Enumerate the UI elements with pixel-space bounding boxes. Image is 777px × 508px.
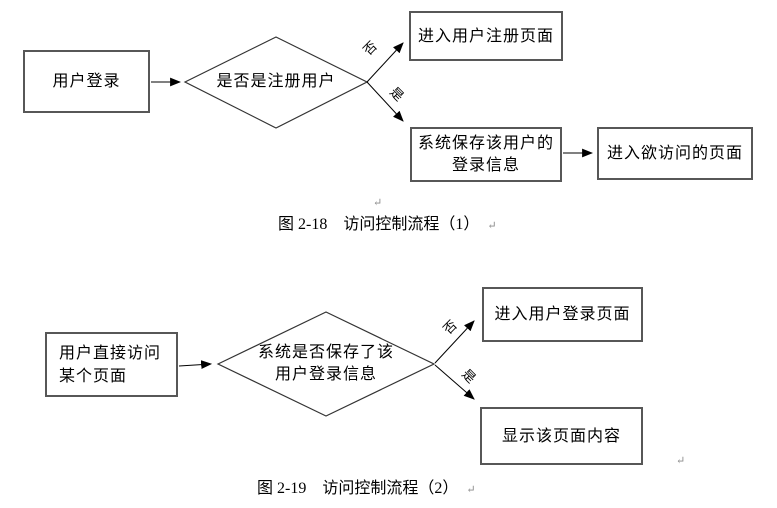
figure-caption-text: 图 2-19 访问控制流程（2） [257, 480, 459, 497]
figure-caption-2: 图 2-19 访问控制流程（2） ↵ [257, 478, 476, 501]
connector-yes-branch-1 [366, 81, 404, 122]
decision-label-line2: 用户登录信息 [274, 366, 377, 383]
decision-diamond-2 [216, 311, 436, 417]
decision-label-line1: 系统是否保存了该 [257, 344, 394, 361]
process-box-label-line2: 登录信息 [451, 156, 520, 174]
process-box-user-login: 用户登录 [23, 50, 150, 113]
connector-yes-branch-2 [434, 364, 475, 400]
process-box-label: 进入欲访问的页面 [606, 145, 743, 162]
process-box-label-line1: 用户直接访问 [59, 344, 162, 362]
connector-no-branch-1 [366, 42, 404, 83]
process-box-save-login-info: 系统保存该用户的 登录信息 [410, 127, 562, 182]
paragraph-return-mark: ↵ [466, 484, 476, 496]
process-box-label-line1: 系统保存该用户的 [417, 134, 554, 152]
paragraph-return-mark: ↵ [676, 455, 686, 467]
connector-start-to-decision-2 [178, 360, 213, 370]
paragraph-return-mark: ↵ [373, 197, 383, 209]
process-box-label: 进入用户登录页面 [494, 306, 631, 323]
decision-label: 是否是注册用户 [216, 73, 336, 90]
process-box-label: 进入用户注册页面 [417, 27, 554, 45]
process-box-direct-access: 用户直接访问 某个页面 [45, 332, 178, 397]
figure-caption-1: 图 2-18 访问控制流程（1） ↵ [278, 214, 497, 237]
connector-no-branch-2 [434, 320, 475, 364]
decision-text-is-registered-user: 是否是注册用户 [186, 60, 366, 104]
process-box-label: 用户登录 [52, 73, 121, 90]
decision-text-has-saved-login: 系统是否保存了该 用户登录信息 [226, 338, 426, 390]
process-box-label: 显示该页面内容 [501, 427, 621, 445]
process-box-show-page-content: 显示该页面内容 [480, 407, 643, 465]
process-box-label-line2: 某个页面 [59, 367, 128, 385]
process-box-target-page: 进入欲访问的页面 [597, 127, 753, 180]
process-box-login-page: 进入用户登录页面 [482, 287, 643, 342]
paragraph-return-mark: ↵ [487, 220, 497, 232]
figure-caption-text: 图 2-18 访问控制流程（1） [278, 216, 480, 233]
process-box-register-page: 进入用户注册页面 [409, 11, 563, 61]
